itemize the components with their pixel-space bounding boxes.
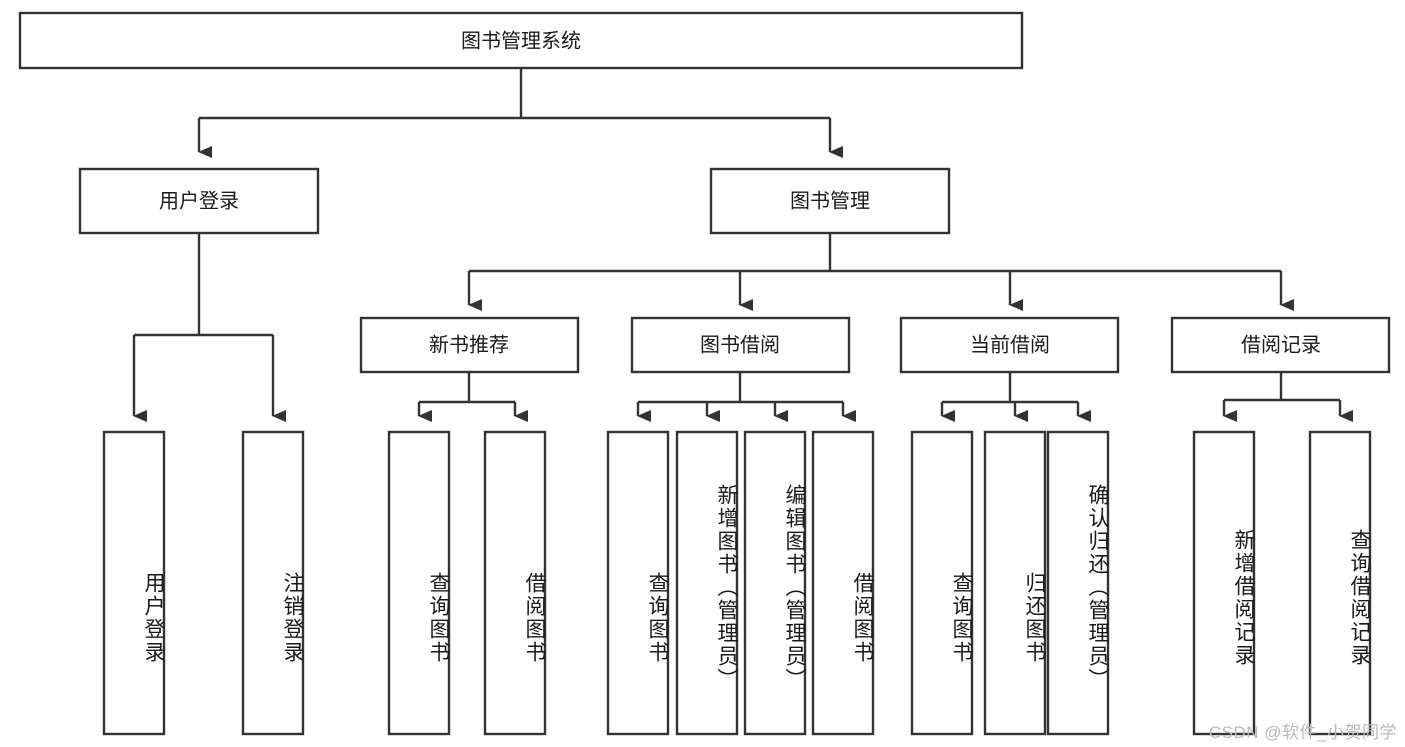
node-book-borrow-box[interactable] bbox=[630, 316, 851, 374]
node-new-book-recommend-label: 新书推荐 bbox=[429, 333, 509, 356]
connector-group-borrow-record-to-leaves bbox=[1222, 372, 1353, 422]
leaf-box-query-book-3[interactable] bbox=[910, 430, 974, 736]
node-book-management[interactable]: 图书管理 bbox=[709, 167, 951, 235]
node-book-borrow[interactable]: 图书借阅 bbox=[630, 316, 851, 374]
node-new-book-recommend[interactable]: 新书推荐 bbox=[359, 316, 580, 374]
connector-group-book-management-to-level3 bbox=[467, 233, 1294, 311]
connector-group-root-to-level2 bbox=[197, 68, 843, 158]
connector-group-book-borrow-to-leaves bbox=[636, 372, 856, 422]
node-new-book-recommend-box[interactable] bbox=[359, 316, 580, 374]
node-borrow-record-box[interactable] bbox=[1170, 316, 1391, 374]
leaf-box-query-book-1[interactable] bbox=[387, 430, 451, 736]
node-current-borrow[interactable]: 当前借阅 bbox=[899, 316, 1120, 374]
leaf-box-borrow-book-1[interactable] bbox=[483, 430, 547, 736]
node-current-borrow-box[interactable] bbox=[899, 316, 1120, 374]
node-borrow-record[interactable]: 借阅记录 bbox=[1170, 316, 1391, 374]
leaf-box-query-book-2[interactable] bbox=[606, 430, 670, 736]
node-user-login-box[interactable] bbox=[78, 167, 320, 235]
node-current-borrow-label: 当前借阅 bbox=[970, 333, 1050, 356]
node-root-box[interactable] bbox=[18, 11, 1024, 70]
leaf-box-add-borrow-record[interactable] bbox=[1192, 430, 1256, 736]
node-book-management-label: 图书管理 bbox=[790, 189, 870, 212]
node-root[interactable]: 图书管理系统 bbox=[18, 11, 1024, 70]
node-root-label: 图书管理系统 bbox=[461, 29, 581, 52]
leaf-boxes-current-borrow bbox=[910, 430, 1110, 736]
leaf-box-logout-login[interactable] bbox=[241, 430, 305, 736]
leaf-boxes-user-login bbox=[102, 430, 305, 736]
node-borrow-record-label: 借阅记录 bbox=[1241, 333, 1321, 356]
connector-group-user-login-to-leaves bbox=[132, 233, 286, 422]
leaf-box-user-login[interactable] bbox=[102, 430, 166, 736]
leaf-boxes-book-borrow bbox=[606, 430, 875, 736]
watermark-text: CSDN @软件_小贺同学 bbox=[1208, 723, 1397, 742]
node-user-login-label: 用户登录 bbox=[159, 189, 239, 212]
leaf-box-add-book-admin[interactable] bbox=[675, 430, 739, 736]
node-book-borrow-label: 图书借阅 bbox=[700, 333, 780, 356]
leaf-box-confirm-return-admin[interactable] bbox=[1046, 430, 1110, 736]
node-book-management-box[interactable] bbox=[709, 167, 951, 235]
node-user-login[interactable]: 用户登录 bbox=[78, 167, 320, 235]
connector-group-current-borrow-to-leaves bbox=[940, 372, 1091, 422]
connector-group-new-book-recommend-to-leaves bbox=[417, 372, 528, 422]
leaf-box-edit-book-admin[interactable] bbox=[743, 430, 807, 736]
leaf-box-query-borrow-record[interactable] bbox=[1308, 430, 1372, 736]
leaf-box-return-book[interactable] bbox=[983, 430, 1047, 736]
leaf-boxes-new-book-recommend bbox=[387, 430, 547, 736]
leaf-boxes-borrow-record bbox=[1192, 430, 1372, 736]
leaf-box-borrow-book-2[interactable] bbox=[811, 430, 875, 736]
